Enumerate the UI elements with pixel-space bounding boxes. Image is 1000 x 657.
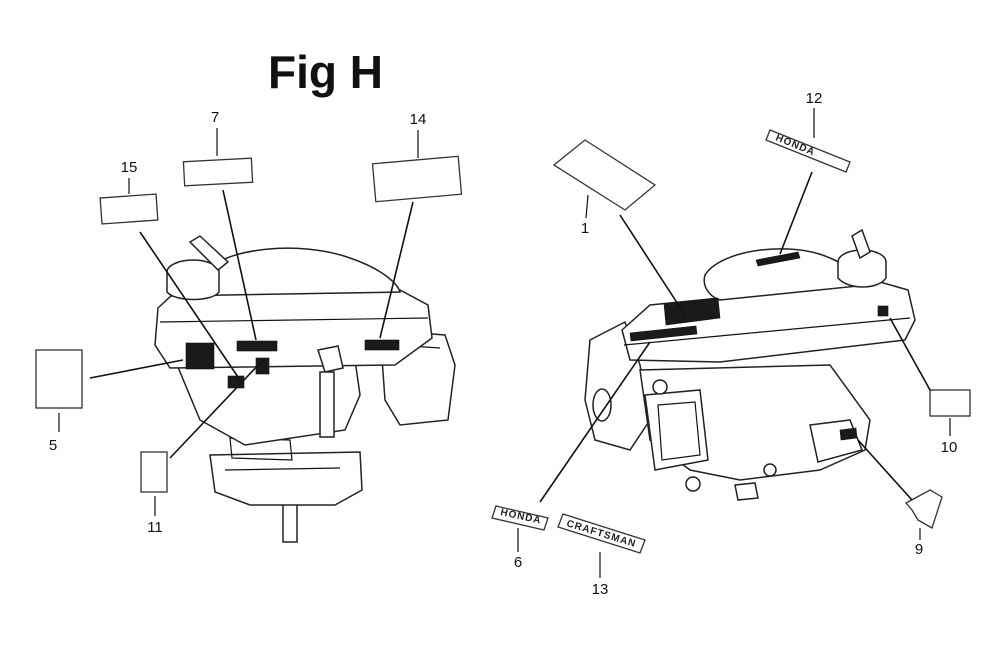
part-1-label [552,139,657,211]
callout-9: 9 [915,541,923,558]
part-11-label [140,451,168,493]
callout-5: 5 [49,437,57,454]
dipstick-handle [317,345,344,373]
fuel-filler-neck [188,235,230,272]
callout-10: 10 [941,439,958,456]
leader-5 [89,359,184,379]
callout-12: 12 [806,90,823,107]
dipstick-tube [319,371,335,438]
part-10-label [929,389,971,417]
part-5-label [35,349,83,409]
label-area-5 [185,342,215,370]
callout-15: 15 [121,159,138,176]
part-15-label [99,193,159,225]
part-14-label [371,155,463,203]
leader-9 [857,439,913,501]
label-area-7 [236,340,278,352]
leader-14 [379,201,414,339]
callout-13: 13 [592,581,609,598]
label-area-6 [629,325,698,342]
label-area-10 [877,305,889,317]
part-7-label [182,157,254,187]
part-6-badge: HONDA [491,505,549,531]
fuel-filler-neck [851,228,871,260]
callout-1: 1 [581,220,589,237]
base-mount [209,451,363,506]
right-engine [584,228,916,501]
part-13-badge: CRAFTSMAN [557,513,646,554]
figure-title: Fig H [268,46,383,98]
callout-11: 11 [147,519,163,536]
label-area-9 [839,427,858,441]
leader-7 [222,189,257,341]
leader-10 [889,317,931,391]
leader-6 [539,341,651,503]
callout-7: 7 [211,109,219,126]
callout-6: 6 [514,554,522,571]
leader-12 [779,171,813,255]
part-12-badge: HONDA [765,129,851,173]
callout-14: 14 [410,111,427,128]
leader-11 [169,359,264,459]
leader-15 [139,231,241,381]
left-engine [154,235,456,543]
part-9-label [904,489,943,529]
label-area-15 [255,357,270,375]
label-area-12 [755,251,801,267]
leader-1 [619,214,686,316]
label-area-14 [364,339,400,351]
